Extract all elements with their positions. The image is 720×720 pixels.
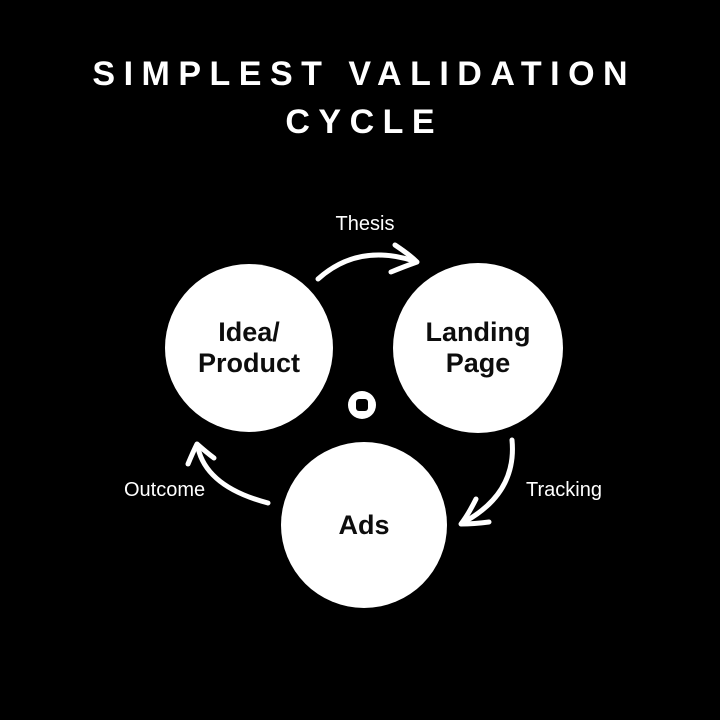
thesis-arrow	[315, 242, 420, 282]
node-landing-page: Landing Page	[393, 263, 563, 433]
outcome-arrow-shaft	[195, 445, 271, 506]
node-idea-product: Idea/ Product	[165, 264, 333, 432]
edge-label-tracking: Tracking	[526, 479, 602, 501]
node-idea-product-label: Idea/ Product	[197, 317, 300, 378]
page-title: SIMPLEST VALIDATION CYCLE	[0, 50, 720, 146]
thesis-arrowhead	[388, 242, 420, 275]
node-landing-page-label: Landing Page	[425, 317, 531, 378]
node-ads: Ads	[281, 442, 447, 608]
tracking-arrowhead	[458, 496, 492, 527]
outcome-arrowhead	[185, 441, 217, 467]
stop-icon-square	[356, 399, 368, 411]
tracking-arrow-shaft	[463, 437, 515, 524]
node-ads-label: Ads	[338, 509, 390, 540]
tracking-arrow	[458, 437, 515, 527]
stop-icon	[348, 391, 376, 419]
thesis-arrow-shaft	[315, 252, 417, 282]
title-line-1: SIMPLEST VALIDATION	[92, 55, 637, 93]
title-line-2: CYCLE	[285, 103, 444, 141]
edge-label-outcome: Outcome	[124, 479, 206, 501]
edge-label-thesis: Thesis	[335, 213, 395, 235]
